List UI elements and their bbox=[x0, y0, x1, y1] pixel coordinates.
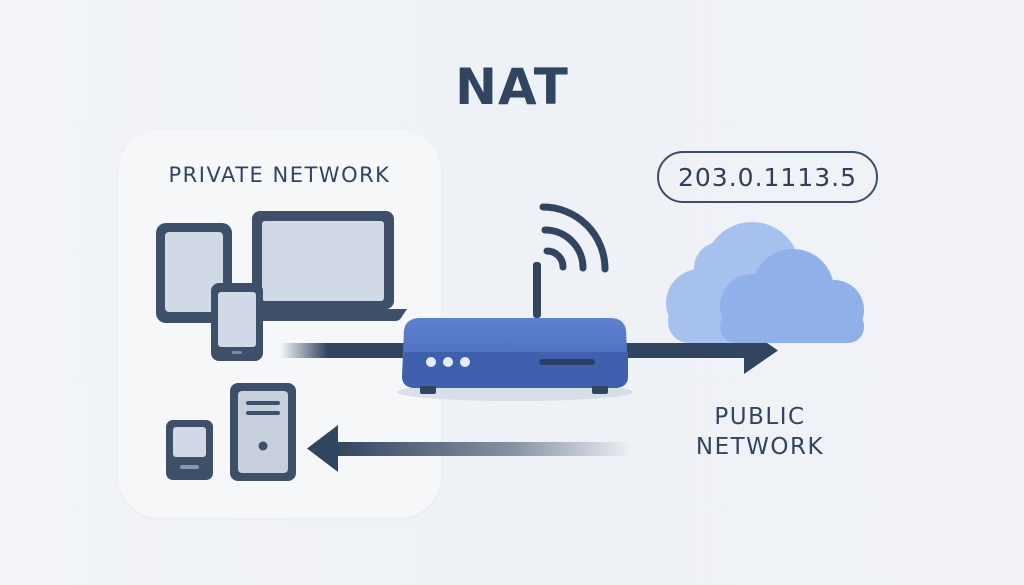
phone-icon bbox=[211, 283, 263, 361]
public-network-label-line2: NETWORK bbox=[695, 434, 825, 460]
public-ip-badge: 203.0.1113.5 bbox=[657, 151, 878, 203]
arrow-left-icon bbox=[307, 425, 632, 472]
laptop-icon bbox=[236, 211, 407, 321]
desktop-tower-icon bbox=[230, 383, 296, 481]
public-network-label-line1: PUBLIC bbox=[714, 404, 806, 430]
private-network-label: PRIVATE NETWORK bbox=[168, 163, 391, 187]
small-phone-icon bbox=[166, 420, 213, 480]
router-icon bbox=[397, 262, 633, 401]
public-network-label: PUBLIC NETWORK bbox=[670, 402, 850, 462]
cloud-icon bbox=[666, 222, 864, 343]
diagram-title: NAT bbox=[455, 58, 569, 116]
wifi-signal-icon bbox=[539, 203, 609, 273]
